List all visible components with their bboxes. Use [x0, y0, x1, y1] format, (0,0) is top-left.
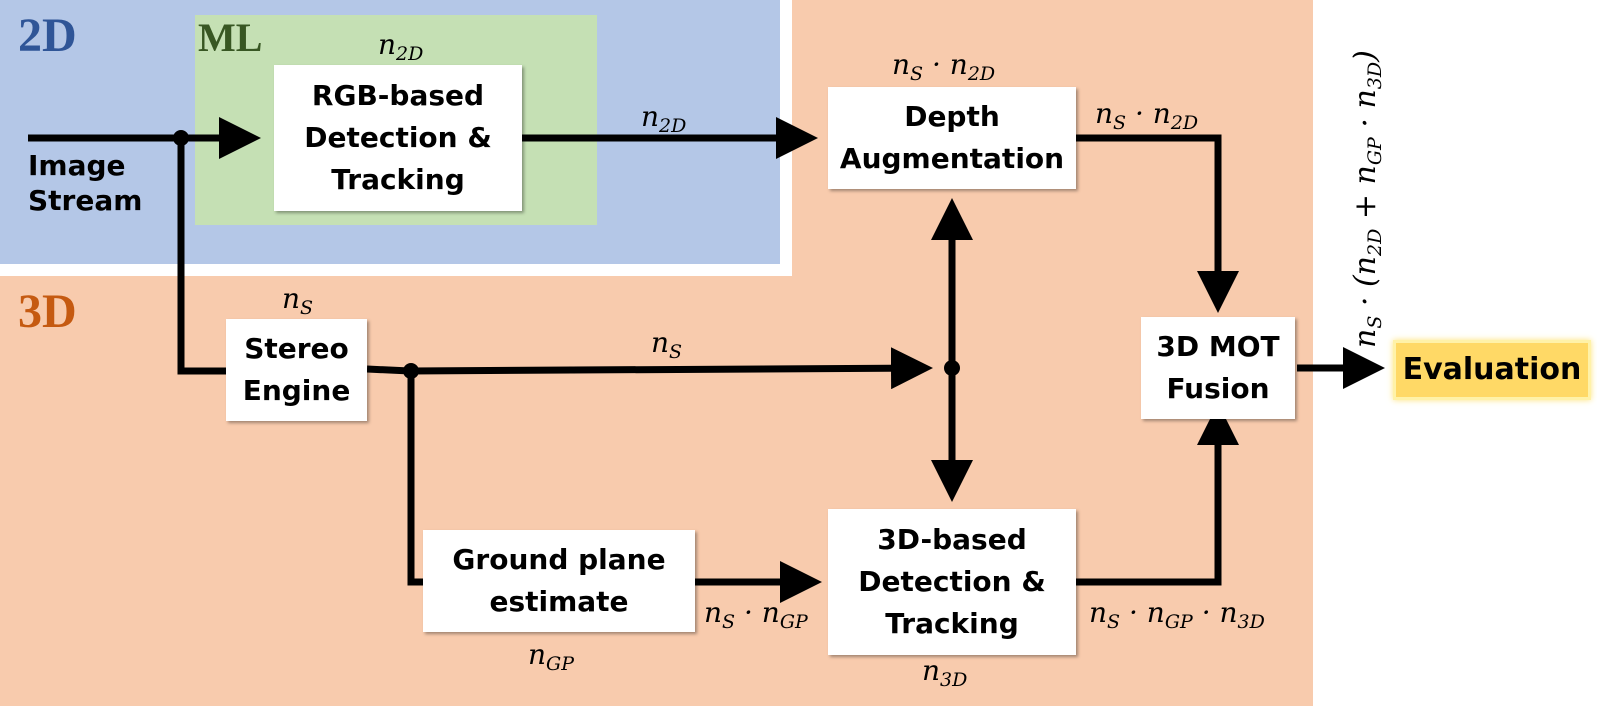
complexity-ground-out: nS · nGP [704, 596, 808, 633]
evaluation-box: Evaluation [1393, 340, 1591, 400]
complexity-rgb-out: n2D [641, 100, 687, 137]
junction-dot-stereo [403, 363, 419, 379]
two-d-region-label: 2D [18, 9, 77, 62]
junction-dot-stream [173, 130, 189, 146]
det3d-box: 3D-based Detection & Tracking [828, 509, 1076, 655]
ml-region-label: ML [198, 15, 263, 60]
complexity-stereo-top: nS [282, 282, 314, 319]
complexity-depth-out: nS · n2D [1095, 97, 1199, 134]
complexity-det3d-out: nS · nGP · n3D [1089, 596, 1265, 633]
stereo-engine-box: Stereo Engine [226, 319, 367, 421]
arrow-depth-to-mot [1076, 134, 1239, 313]
complexity-ground-bottom: nGP [528, 638, 575, 675]
image-stream-label: Image Stream [28, 149, 143, 217]
ground-plane-box: Ground plane estimate [423, 530, 695, 632]
complexity-det3d-bottom: n3D [922, 654, 968, 691]
depth-augmentation-box: Depth Augmentation [828, 87, 1076, 189]
complexity-rgb-top: n2D [378, 28, 424, 65]
mot-fusion-box: 3D MOT Fusion [1141, 317, 1295, 419]
line-stereo-to-ground [407, 371, 423, 586]
complexity-depth-top: nS · n2D [892, 48, 996, 85]
line-stream-to-stereo [177, 138, 226, 375]
rgb-detection-box: RGB-based Detection & Tracking [274, 65, 522, 211]
complexity-stereo-out: nS [651, 326, 683, 363]
complexity-final: nS · (n2D + nGP · n3D) [1348, 50, 1386, 348]
arrow-det3d-to-mot [1076, 403, 1239, 586]
three-d-region-label: 3D [18, 285, 77, 338]
junction-dot-center [944, 360, 960, 376]
arrow-stereo-to-junction [366, 347, 933, 390]
